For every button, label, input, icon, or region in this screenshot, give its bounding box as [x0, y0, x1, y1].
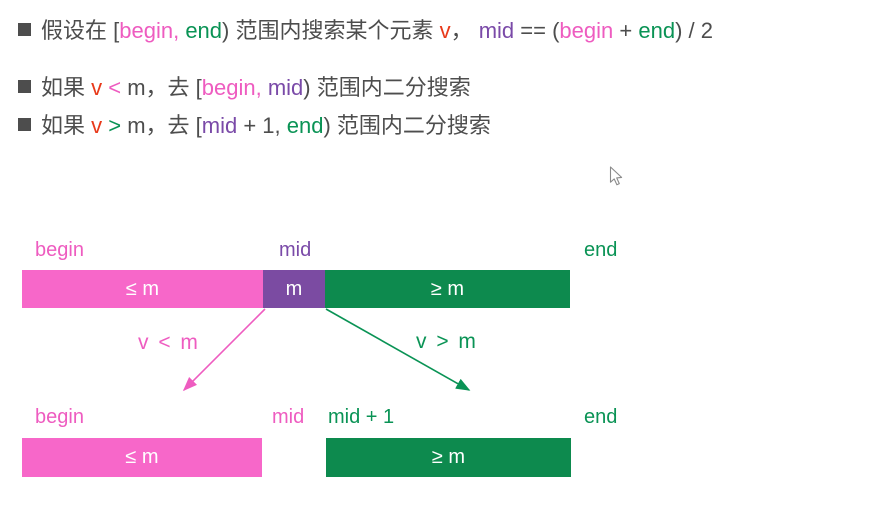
text-segment: + — [613, 18, 639, 43]
bullet-square-icon — [18, 118, 31, 131]
text-segment: begin — [201, 75, 256, 100]
branch-label-v-less-m: v < m — [138, 331, 200, 354]
label-end-top: end — [584, 239, 618, 261]
text-segment: == ( — [514, 18, 560, 43]
text-segment: 如果 — [41, 75, 92, 100]
text-segment: + 1, — [237, 113, 287, 138]
label-begin-top: begin — [35, 239, 84, 261]
text-segment: < — [102, 75, 128, 100]
text-segment: begin — [559, 18, 614, 43]
text-segment: end — [638, 18, 676, 43]
text-segment: 如果 — [41, 113, 92, 138]
segment-m: m — [263, 270, 325, 308]
label-mid-bottom: mid — [272, 406, 305, 428]
text-segment: ) 范围内二分搜索 — [323, 113, 491, 138]
bullet-line-2: 如果 v < m，去 [begin, mid) 范围内二分搜索 — [18, 73, 471, 103]
segment-ge-m: ≥ m — [325, 270, 570, 308]
text-segment: ) 范围内搜索某个元素 — [222, 18, 440, 43]
label-begin-bottom: begin — [35, 406, 84, 428]
label-mid-plus-1: mid + 1 — [328, 406, 395, 428]
label-end-bottom: end — [584, 406, 618, 428]
bottom-left-range-bar: ≤ m — [22, 438, 262, 477]
label-mid-top: mid — [279, 239, 312, 261]
text-segment: begin — [119, 18, 174, 43]
text-segment: v — [439, 18, 451, 43]
bullet-line-3: 如果 v > m，去 [mid + 1, end) 范围内二分搜索 — [18, 111, 491, 141]
text-segment: , — [255, 75, 268, 100]
text-segment: ) 范围内二分搜索 — [303, 75, 471, 100]
text-segment: m，去 [ — [127, 113, 202, 138]
text-segment: end — [286, 113, 324, 138]
bullet-square-icon — [18, 80, 31, 93]
mouse-cursor-icon — [609, 166, 623, 186]
text-segment: , — [173, 18, 186, 43]
bottom-right-range-bar: ≥ m — [326, 438, 571, 477]
bottom-segment-le-m: ≤ m — [22, 438, 262, 477]
text-segment: mid — [478, 18, 515, 43]
bullet-line-1: 假设在 [begin, end) 范围内搜索某个元素 v， mid == (be… — [18, 16, 713, 46]
text-segment: 假设在 [ — [41, 18, 120, 43]
segment-le-m: ≤ m — [22, 270, 263, 308]
text-segment: v — [91, 113, 103, 138]
text-segment: mid — [267, 75, 304, 100]
text-segment: mid — [201, 113, 238, 138]
text-segment: m，去 [ — [127, 75, 202, 100]
bullet-square-icon — [18, 23, 31, 36]
text-segment: end — [185, 18, 223, 43]
text-segment: > — [102, 113, 128, 138]
top-range-bar: ≤ m m ≥ m — [22, 270, 570, 308]
bottom-segment-ge-m: ≥ m — [326, 438, 571, 477]
text-segment: ) / 2 — [675, 18, 713, 43]
text-segment: v — [91, 75, 103, 100]
text-segment: ， — [450, 18, 479, 43]
branch-label-v-greater-m: v > m — [416, 330, 478, 353]
